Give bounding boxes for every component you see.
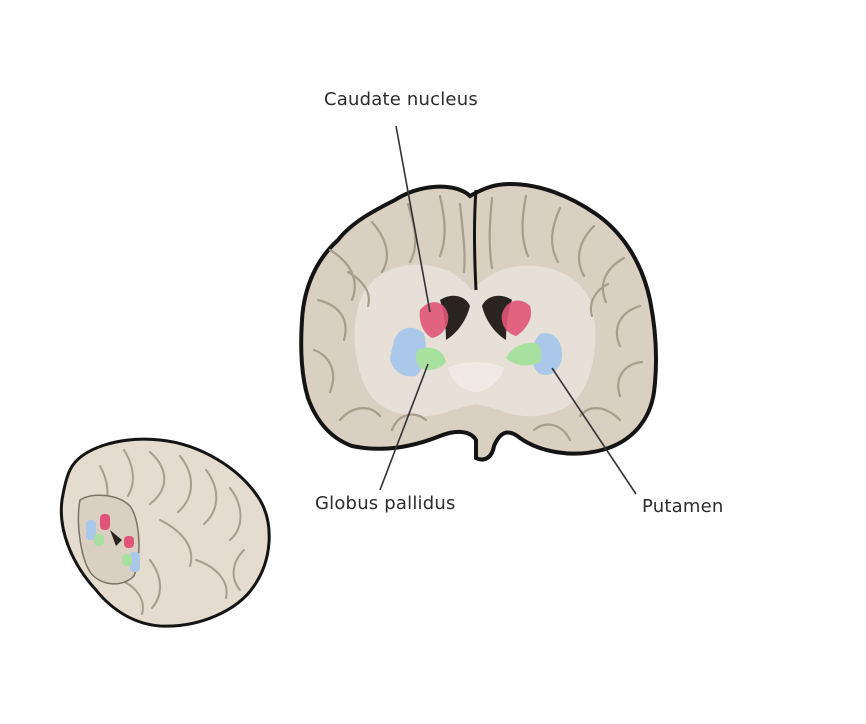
coronal-brain-section	[299, 181, 659, 462]
right-putamen	[531, 333, 562, 375]
small-globus-pallidus	[94, 534, 104, 546]
internal-capsule	[448, 362, 504, 392]
caudate-leader-line	[395, 125, 431, 313]
left-globus-pallidus	[415, 347, 446, 370]
left-lateral-ventricle	[440, 295, 470, 340]
globus-leader-line	[379, 363, 429, 491]
putamen-leader-line	[551, 367, 637, 495]
small-globus-pallidus-right	[122, 554, 132, 566]
white-matter-core	[354, 264, 596, 417]
left-caudate-nucleus	[419, 302, 449, 338]
small-putamen-right	[130, 552, 140, 572]
small-caudate	[100, 514, 110, 530]
small-caudate-right	[124, 536, 134, 548]
whole-brain-3d	[59, 437, 271, 628]
right-caudate-nucleus	[501, 300, 532, 336]
gyri-pattern	[312, 194, 644, 442]
label-putamen: Putamen	[642, 496, 724, 517]
small-ventricle	[110, 530, 122, 546]
longitudinal-fissure	[473, 189, 478, 291]
left-putamen	[390, 327, 426, 377]
small-putamen	[86, 520, 96, 540]
leader-lines	[379, 125, 637, 495]
right-globus-pallidus	[506, 342, 542, 366]
label-caudate-nucleus: Caudate nucleus	[324, 89, 478, 110]
right-lateral-ventricle	[482, 295, 512, 340]
label-globus-pallidus: Globus pallidus	[315, 493, 456, 514]
